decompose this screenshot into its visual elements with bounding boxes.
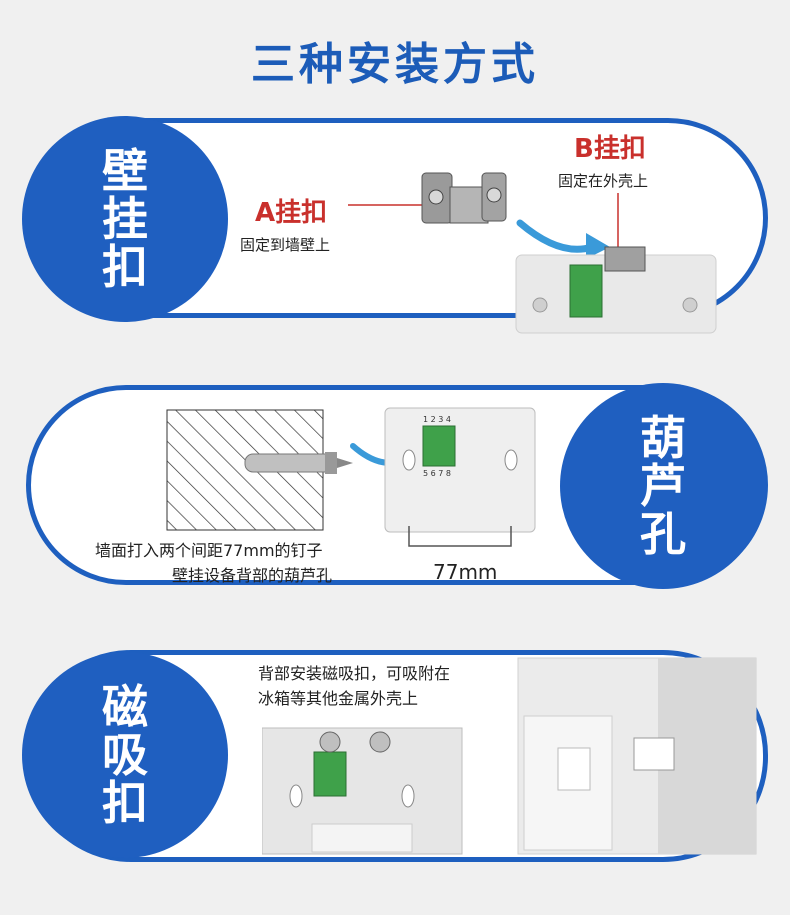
arrow-icon: [516, 219, 596, 253]
method-badge-keyhole: 葫 芦 孔: [560, 383, 766, 589]
terminal-labels-bottom: 5 6 7 8: [423, 469, 451, 478]
method-badge-wall-hook: 壁 挂 扣: [22, 116, 228, 322]
keyhole-illustration: 1 2 3 4 5 6 7 8: [166, 407, 536, 547]
hook-a-label: A挂扣: [255, 198, 328, 228]
keyhole-note-line2: 壁挂设备背部的葫芦孔: [172, 566, 333, 585]
magnetic-note-line2: 冰箱等其他金属外壳上: [258, 689, 419, 708]
keyhole-note-line1: 墙面打入两个间距77mm的钉子: [95, 541, 323, 560]
badge-char: 扣: [102, 776, 148, 831]
badge-char: 磁: [102, 679, 148, 734]
device-back-photo: [262, 727, 463, 855]
screw-icon: [244, 452, 353, 474]
badge-char: 葫: [640, 410, 686, 465]
magnetic-illustration: [262, 657, 757, 855]
badge-char: 扣: [102, 240, 148, 295]
hook-a-icon: [421, 172, 507, 224]
hook-a-note: 固定到墙壁上: [240, 236, 331, 254]
magnetic-note-line1: 背部安装磁吸扣，可吸附在: [258, 664, 451, 683]
badge-char: 壁: [102, 143, 148, 198]
device-back-photo: [384, 407, 536, 533]
badge-char: 吸: [102, 727, 148, 782]
badge-char: 芦: [640, 458, 686, 513]
method-badge-magnetic: 磁 吸 扣: [22, 652, 228, 858]
wall-hook-illustration: [348, 172, 717, 334]
terminal-labels-top: 1 2 3 4: [423, 415, 451, 424]
keyhole-dimension: 77mm: [433, 560, 498, 584]
dimension-bracket: [408, 526, 512, 547]
page-title: 三种安装方式: [251, 39, 539, 90]
refrigerator-photo: [517, 657, 757, 855]
badge-char: 挂: [102, 191, 148, 246]
hook-b-label: B挂扣: [574, 134, 646, 164]
badge-char: 孔: [640, 507, 686, 562]
hook-b-note: 固定在外壳上: [558, 172, 649, 190]
device-back-photo: [515, 246, 717, 334]
